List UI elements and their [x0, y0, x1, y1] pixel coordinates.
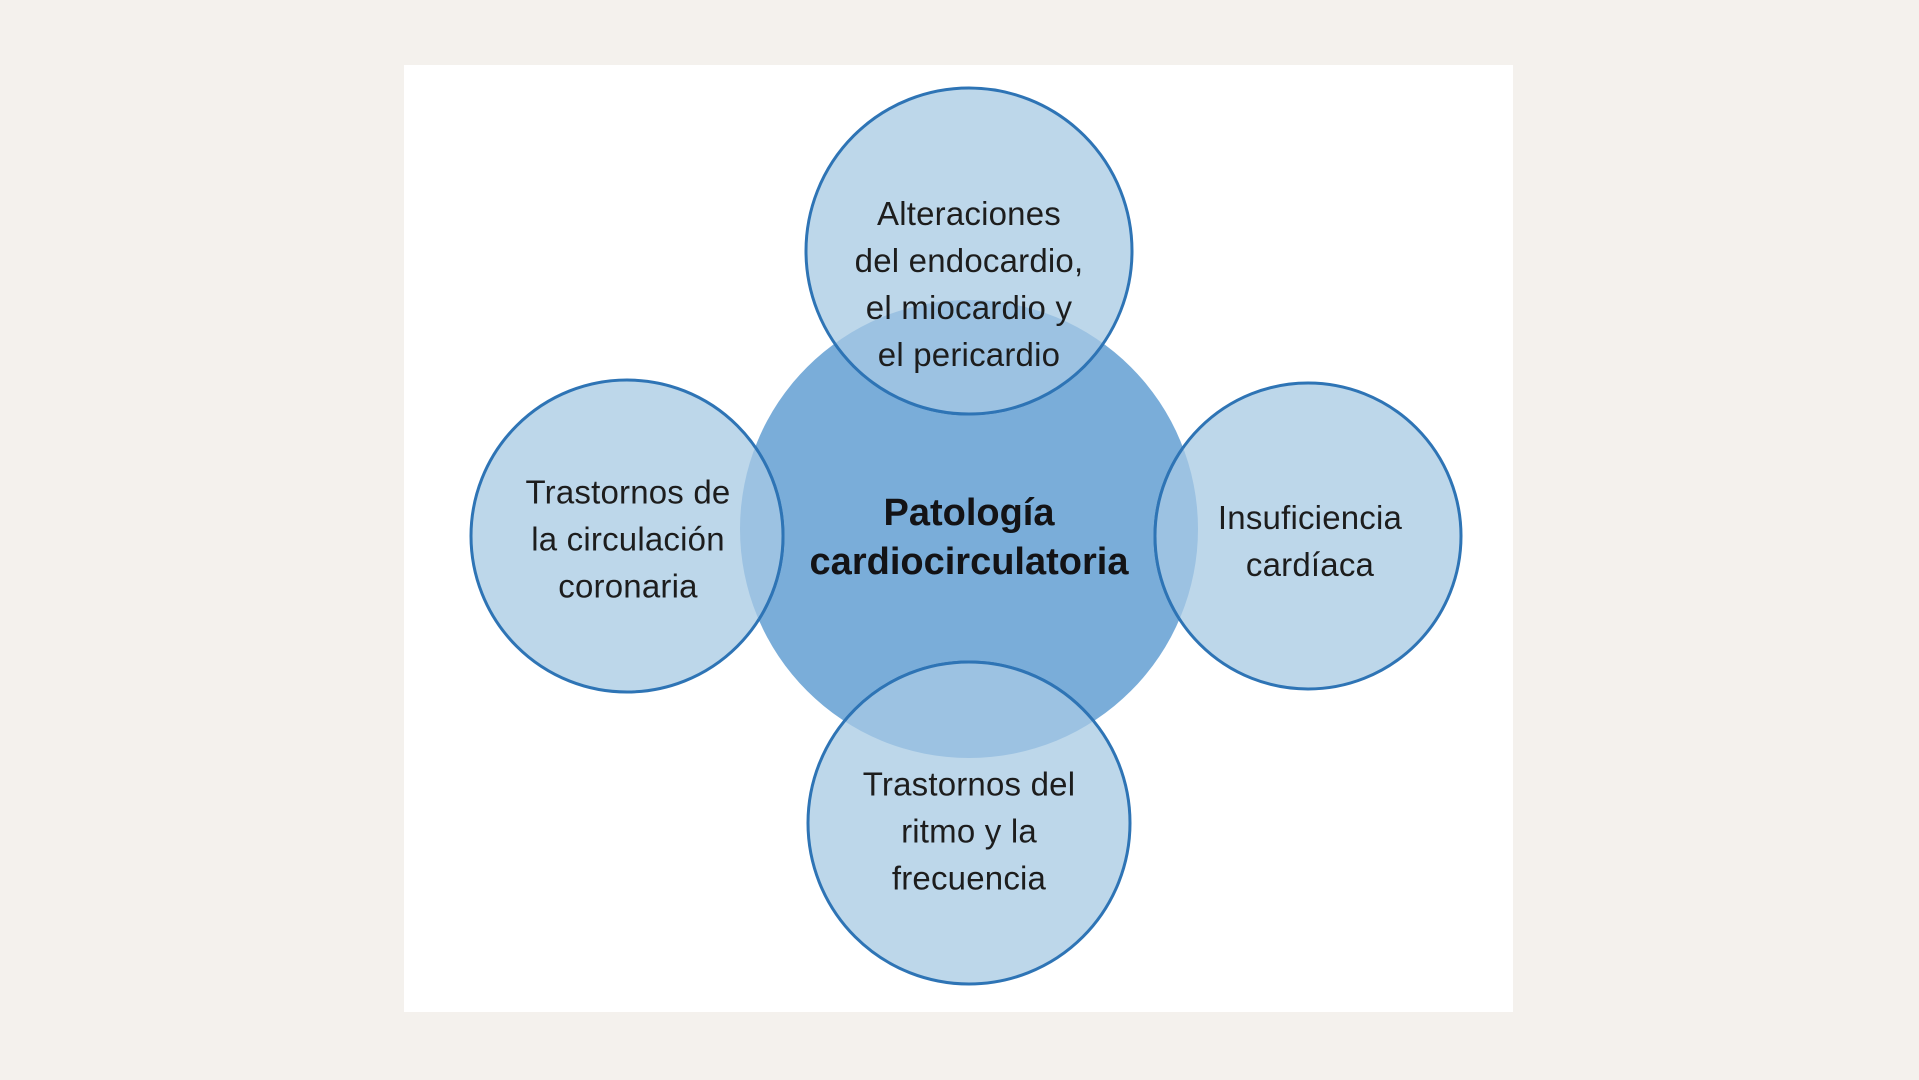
node-overlap-bottom	[806, 660, 1132, 758]
node-overlap-left	[740, 378, 785, 694]
node-label-top: Alteraciones del endocardio, el miocardi…	[854, 195, 1084, 373]
node-overlap-top	[804, 300, 1134, 416]
node-label-left: Trastornos de la circulación coronaria	[525, 473, 731, 605]
node-label-right: Insuficiencia cardíaca	[1217, 499, 1403, 583]
node-overlap-right	[1153, 381, 1198, 691]
center-label: Patología cardiocirculatoria	[809, 492, 1129, 583]
node-label-bottom: Trastornos del ritmo y la frecuencia	[862, 765, 1076, 897]
center-circle	[740, 300, 1198, 758]
